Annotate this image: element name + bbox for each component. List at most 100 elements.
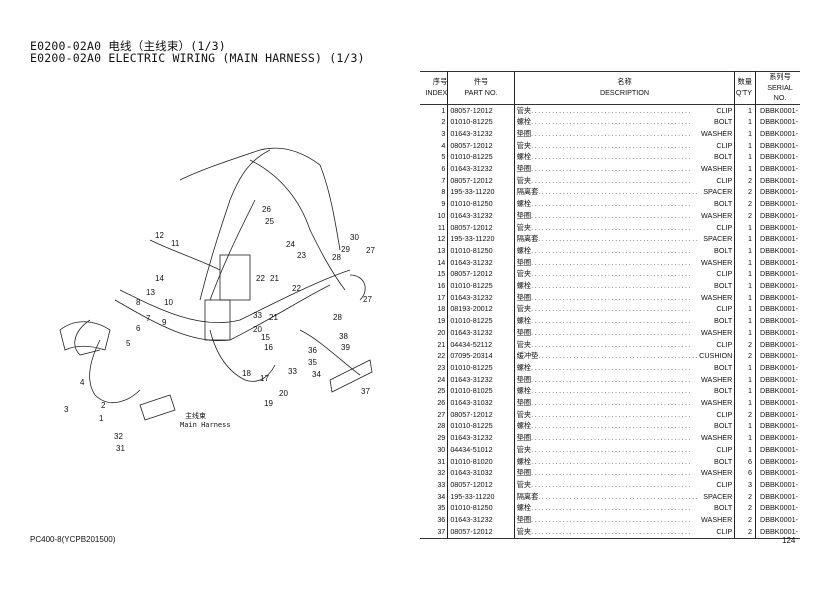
- row-desc-en: CLIP: [716, 175, 733, 185]
- row-index: 17: [420, 291, 449, 304]
- callout-number: 23: [297, 251, 306, 260]
- row-desc-cn: 螺栓: [516, 281, 532, 291]
- row-qty: 1: [734, 432, 757, 444]
- row-part-no: 08057-12012: [447, 139, 515, 152]
- row-part-no: 01643-31232: [447, 514, 515, 526]
- leader-dots: ........................................…: [531, 105, 692, 115]
- row-index: 10: [420, 209, 449, 222]
- row-desc-cn: 垫圈: [516, 515, 532, 525]
- callout-number: 18: [242, 369, 251, 378]
- row-desc-en: BOLT: [714, 281, 733, 291]
- row-part-no: 08193-20012: [447, 303, 515, 316]
- row-index: 4: [420, 139, 449, 152]
- row-serial: DBBK0001-: [760, 339, 798, 349]
- leader-dots: ........................................…: [531, 444, 692, 454]
- row-description: 隔离套.....................................…: [514, 490, 736, 503]
- row-desc-cn: 垫圈: [516, 164, 532, 174]
- leader-dots: ........................................…: [531, 503, 692, 513]
- row-desc-cn: 垫圈: [516, 468, 532, 478]
- leader-dots: ........................................…: [531, 515, 692, 525]
- row-serial: DBBK0001-: [760, 257, 798, 267]
- row-part-no: 01010-81020: [447, 455, 515, 468]
- row-description: 缓冲垫.....................................…: [514, 350, 736, 362]
- row-desc-cn: 管夹: [516, 222, 532, 232]
- row-desc-en: CLIP: [716, 105, 733, 115]
- leader-dots: ........................................…: [531, 245, 692, 255]
- row-part-no: 08057-12012: [447, 104, 515, 117]
- row-serial: DBBK0001-: [760, 468, 798, 478]
- callout-number: 30: [350, 233, 359, 242]
- callout-number: 4: [80, 378, 85, 387]
- row-qty: 1: [734, 420, 757, 433]
- row-serial: DBBK0001-: [760, 351, 798, 361]
- row-desc-en: BOLT: [714, 386, 733, 396]
- row-description: 螺栓......................................…: [514, 315, 736, 327]
- leader-dots: ........................................…: [531, 164, 692, 174]
- leader-dots: ........................................…: [531, 339, 692, 349]
- leader-dots: ........................................…: [531, 526, 692, 536]
- row-desc-cn: 垫圈: [516, 327, 532, 337]
- row-desc-en: CLIP: [716, 304, 733, 314]
- callout-number: 11: [171, 239, 180, 248]
- leader-dots: ........................................…: [531, 480, 692, 489]
- row-serial: DBBK0001-: [760, 281, 798, 291]
- leader-dots: ........................................…: [531, 468, 692, 478]
- row-desc-cn: 垫圈: [516, 374, 532, 384]
- row-qty: 1: [734, 373, 757, 386]
- row-description: 垫圈......................................…: [514, 397, 736, 409]
- row-serial: DBBK0001-: [760, 362, 798, 372]
- row-serial: DBBK0001-: [760, 199, 798, 209]
- row-description: 管夹......................................…: [514, 221, 736, 234]
- callout-number: 33: [288, 367, 297, 376]
- row-description: 螺栓......................................…: [514, 116, 736, 128]
- row-desc-cn: 隔离套: [516, 187, 539, 197]
- row-desc-en: BOLT: [714, 456, 733, 466]
- row-index: 1: [420, 104, 449, 117]
- row-serial: DBBK0001-: [760, 105, 798, 115]
- row-description: 螺栓......................................…: [514, 385, 736, 398]
- row-qty: 1: [734, 116, 757, 128]
- row-desc-en: WASHER: [701, 128, 733, 138]
- row-serial: DBBK0001-: [760, 491, 798, 501]
- row-qty: 1: [734, 139, 757, 152]
- row-desc-cn: 螺栓: [516, 245, 532, 255]
- row-index: 14: [420, 256, 449, 269]
- row-description: 管夹......................................…: [514, 525, 736, 539]
- row-serial: DBBK0001-: [760, 210, 798, 220]
- row-index: 16: [420, 280, 449, 292]
- header-part-cn: 件号: [473, 77, 489, 87]
- row-description: 垫圈......................................…: [514, 209, 736, 222]
- row-description: 垫圈......................................…: [514, 127, 736, 140]
- leader-dots: ........................................…: [538, 234, 700, 244]
- callout-number: 27: [363, 295, 372, 304]
- row-serial: DBBK0001-: [760, 234, 798, 244]
- row-serial: DBBK0001-: [760, 187, 798, 197]
- row-desc-cn: 隔离套: [516, 491, 539, 501]
- row-description: 螺栓......................................…: [514, 502, 736, 515]
- row-desc-en: BOLT: [714, 503, 733, 513]
- row-index: 21: [420, 338, 449, 351]
- row-description: 管夹......................................…: [514, 338, 736, 351]
- row-desc-en: CLIP: [716, 269, 733, 279]
- row-part-no: 01010-81225: [447, 151, 515, 164]
- row-desc-cn: 螺栓: [516, 362, 532, 372]
- callout-number: 34: [312, 370, 321, 379]
- row-qty: 1: [734, 385, 757, 398]
- row-part-no: 01010-81225: [447, 361, 515, 374]
- callout-number: 39: [341, 343, 350, 352]
- row-desc-cn: 螺栓: [516, 199, 532, 209]
- callout-number: 22: [256, 274, 265, 283]
- row-serial: DBBK0001-: [760, 433, 798, 443]
- row-desc-cn: 垫圈: [516, 210, 532, 220]
